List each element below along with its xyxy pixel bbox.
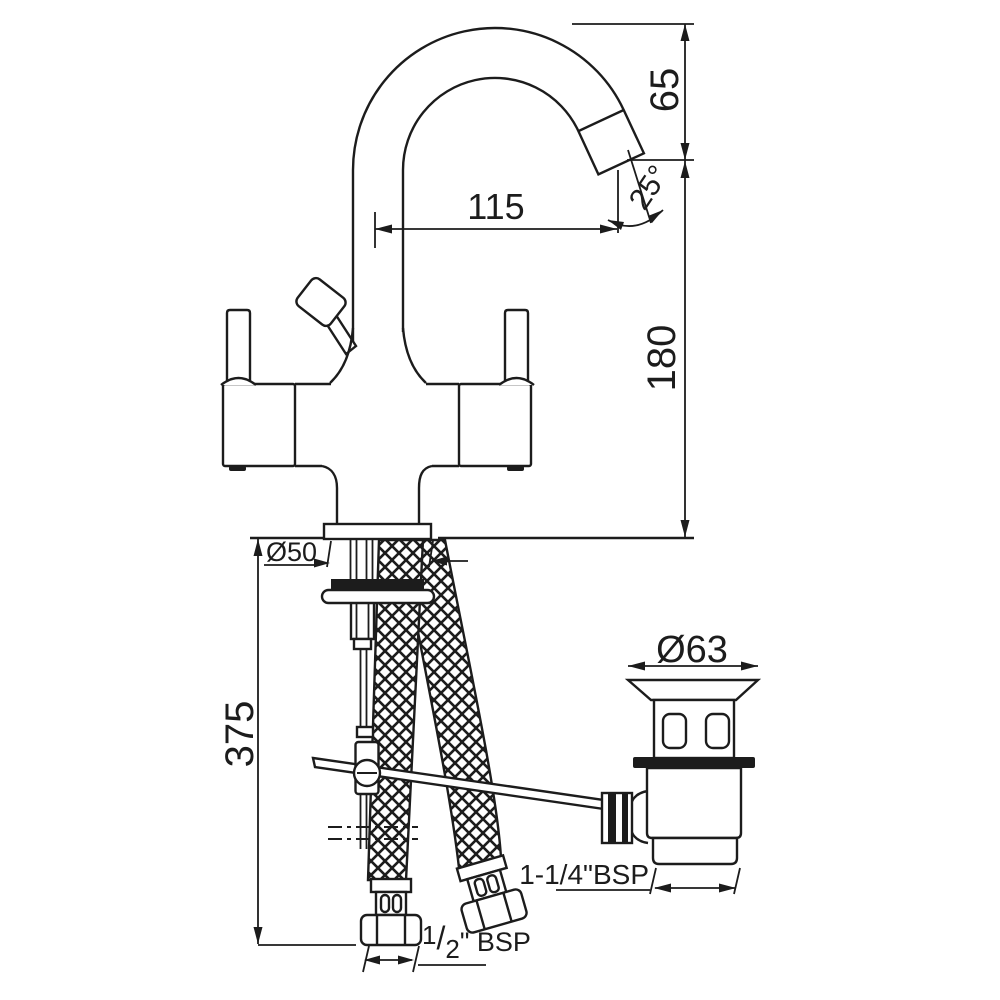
waste-tailpiece [651, 836, 739, 866]
waste-flange [624, 678, 762, 702]
lift-rod-guide-tube [349, 599, 376, 641]
dim-below-deck: 375 [218, 701, 262, 768]
lift-rod-assembly [349, 599, 382, 849]
dimension-lines [253, 23, 758, 973]
dim-deck-height: 180 [640, 325, 684, 392]
dim-hose-thread: 1/2" BSP [422, 920, 531, 964]
dim-spout-angle: 25° [623, 160, 676, 216]
hose-hex-nut-angled [460, 888, 528, 934]
right-block-foot [507, 466, 524, 471]
base-flange [322, 522, 433, 541]
waste-assembly [600, 678, 762, 866]
left-valve-block [221, 382, 297, 468]
dim-waste-diameter: Ø63 [656, 629, 728, 671]
rubber-washer [331, 579, 424, 592]
hose-hex-nut-vertical [359, 913, 423, 947]
right-valve-block [457, 382, 533, 468]
neck-flare-left [329, 327, 355, 384]
mounting-hardware [320, 579, 436, 605]
right-handle-base [498, 376, 535, 386]
dim-spout-height: 65 [643, 68, 687, 113]
popup-knob [295, 276, 347, 328]
waste-window-right [704, 712, 731, 750]
left-handle [225, 308, 252, 385]
right-handle [503, 308, 530, 385]
vertical-hose-fitting [359, 877, 423, 947]
hose-break-lines [328, 826, 418, 840]
left-block-foot [229, 466, 246, 471]
dim-waste-thread: 1-1/4"BSP [519, 859, 649, 890]
mounting-nut [320, 588, 436, 605]
faucet-body [220, 276, 535, 541]
neck-flare-right [401, 327, 427, 384]
faucet-spout [351, 26, 646, 348]
dim-base-diameter: Ø50 [266, 537, 317, 567]
waste-seal-washer [633, 757, 755, 768]
waste-lower-body [645, 766, 743, 840]
left-handle-base [220, 376, 257, 386]
diagonal-hose-fitting [455, 853, 528, 934]
threaded-shank [349, 540, 374, 580]
supply-hose-vertical [359, 538, 425, 947]
dim-spout-reach: 115 [467, 186, 524, 227]
aerator-joint-line [577, 108, 625, 133]
waste-window-left [661, 712, 688, 750]
